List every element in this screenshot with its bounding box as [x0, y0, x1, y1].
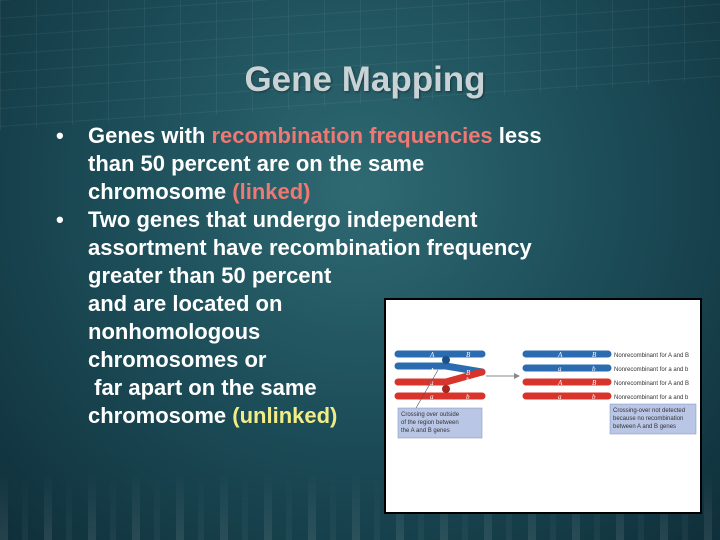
centromere: [442, 385, 450, 393]
gene-label: b: [592, 393, 596, 401]
gene-label: a: [430, 393, 434, 401]
gene-label: b: [466, 376, 470, 384]
gene-label: B: [466, 351, 471, 359]
gene-label: A: [429, 367, 435, 375]
highlight-unlinked: (unlinked): [232, 403, 338, 428]
arrow-head: [514, 373, 520, 379]
bullet1-line1: Genes with recombination frequencies les…: [88, 122, 656, 150]
crossing-over-diagram: A B A B a b a b Crossing over outside of…: [394, 350, 697, 439]
gene-label: a: [558, 365, 562, 373]
centromere: [442, 356, 450, 364]
text: less: [492, 123, 542, 148]
right-caption-line: between A and B genes: [613, 424, 676, 430]
gene-label: A: [557, 379, 563, 387]
text: chromosome: [88, 403, 233, 428]
right-caption-line: because no recombination: [613, 416, 683, 422]
gene-label: B: [466, 369, 471, 377]
highlight-linked: (linked): [232, 179, 311, 204]
bullet-dot: •: [56, 123, 64, 148]
crossing-over-figure: A B A B a b a b Crossing over outside of…: [384, 298, 702, 514]
bullet2-line1: Two genes that undergo independent: [88, 207, 478, 232]
product-label: Nonrecombinant for a and b: [614, 395, 689, 401]
left-caption-line: of the region between: [401, 420, 459, 426]
bullet1-line2: than 50 percent are on the same: [88, 151, 425, 176]
gene-label: A: [429, 351, 435, 359]
highlight-recombination: recombination frequencies: [211, 123, 493, 148]
gene-label: A: [557, 351, 563, 359]
bullet2-line3: greater than 50 percent: [88, 263, 332, 288]
gene-label: a: [558, 393, 562, 401]
product-label: Nonrecombinant for A and B: [614, 353, 689, 359]
gene-label: b: [592, 365, 596, 373]
right-caption-box: [609, 403, 697, 435]
bullet2-line6: chromosomes or: [88, 347, 267, 372]
left-caption-line: the A and B genes: [401, 428, 450, 434]
pointer-line: [415, 369, 439, 409]
bullet-dot: •: [56, 207, 64, 232]
bullet1-line3: chromosome (linked): [88, 178, 656, 206]
bullet-unlinked: • Two genes that undergo independent ass…: [56, 206, 656, 430]
gene-label: b: [466, 393, 470, 401]
bullet-list: • Genes with recombination frequencies l…: [56, 122, 656, 430]
product-chromatids: A B a b A B a b: [522, 350, 612, 401]
left-caption-box: [397, 407, 483, 439]
bullet2-line8: chromosome (unlinked): [88, 402, 656, 430]
right-caption-line: Crossing-over not detected: [613, 408, 685, 414]
text: Genes with: [88, 123, 212, 148]
chromatid-blue-2: [394, 362, 486, 376]
left-caption-line: Crossing over outside: [401, 412, 460, 418]
slide-title: Gene Mapping: [244, 60, 486, 99]
bullet2-line4: and are located on: [88, 291, 283, 316]
gene-label: B: [592, 379, 597, 387]
bullet2-line5: nonhomologous: [88, 319, 261, 344]
chromatid-red-1: [394, 368, 486, 386]
left-chromosomes: A B A B a b a b: [394, 350, 486, 401]
text: chromosome: [88, 179, 233, 204]
gene-label: a: [430, 379, 434, 387]
bullet2-line7: far apart on the same: [88, 375, 317, 400]
bullet2-line2: assortment have recombination frequency: [88, 235, 532, 260]
product-label: Nonrecombinant for a and b: [614, 367, 689, 373]
bullet-linked: • Genes with recombination frequencies l…: [56, 122, 656, 206]
product-label: Nonrecombinant for A and B: [614, 381, 689, 387]
gene-label: B: [592, 351, 597, 359]
